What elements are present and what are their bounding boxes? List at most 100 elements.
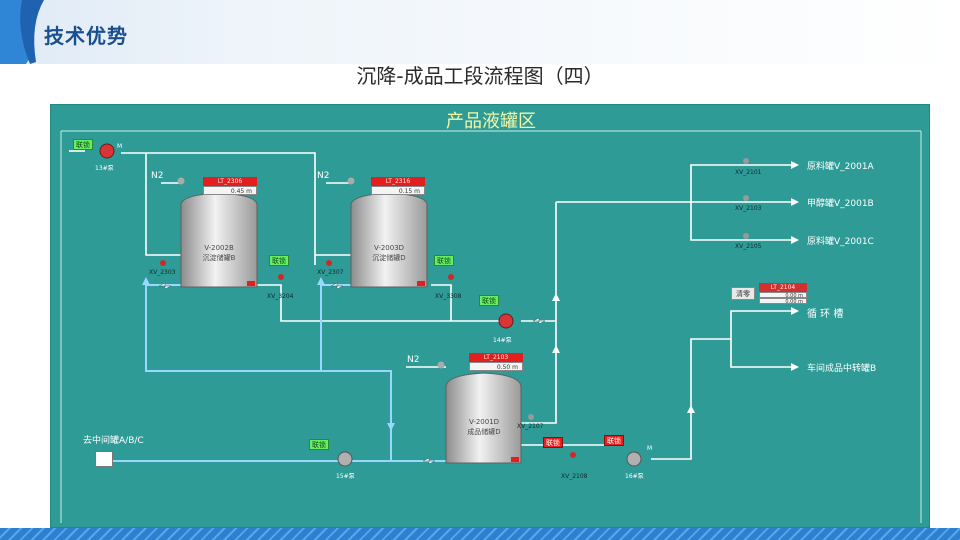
tank-v2001d-level-bar <box>511 457 519 462</box>
pump14-label: 14#泵 <box>493 337 512 344</box>
destination-transfer-tank: 车间成品中转罐B <box>807 364 877 374</box>
valve-label-xv2303: XV_2303 <box>149 269 176 276</box>
destination-v2001a: 原料罐V_2001A <box>807 162 874 172</box>
pump14-run-button[interactable]: 联锁 <box>479 295 499 306</box>
actuated-valves <box>160 158 749 458</box>
valve2108-stop-button[interactable]: 联锁 <box>543 437 563 448</box>
xv2107-valve[interactable] <box>528 414 534 420</box>
tank3-label: V-2001D 成品储罐D <box>455 417 513 437</box>
pump16-motor-label: M <box>647 445 653 452</box>
return-pipes <box>111 284 446 462</box>
footer-bar <box>0 528 960 540</box>
pipe-to-tank1 <box>145 153 181 256</box>
tank1-label: V-2002B 沉淀储罐B <box>191 243 247 263</box>
slide-title: 沉降-成品工段流程图（四） <box>356 64 604 88</box>
valve-label-xv2101: XV_2101 <box>735 169 762 176</box>
pump-15-symbol[interactable] <box>337 451 353 467</box>
return-bottom <box>111 371 392 462</box>
xv2307-valve[interactable] <box>326 260 332 266</box>
valve-label-xv2103: XV_2103 <box>735 205 762 212</box>
level-indicator-4: LT_2104 0.00 m 0.00 m <box>759 283 807 305</box>
destination-recycle-tank: 循 环 槽 <box>807 309 844 320</box>
pump16-label: 16#泵 <box>625 473 644 480</box>
n2-valve-2[interactable] <box>347 177 355 185</box>
return-arrow-3 <box>387 423 395 431</box>
valve-inline-3 <box>532 317 546 325</box>
arrow-dest3 <box>791 236 799 244</box>
xv2103-valve[interactable] <box>743 195 749 201</box>
valve3308-run-button[interactable]: 联锁 <box>434 255 454 266</box>
intermediate-outlet-icon <box>95 451 113 467</box>
pump13-motor-label: M <box>117 143 123 150</box>
feed-pipes <box>69 150 796 460</box>
n2-label-3: N2 <box>407 355 420 365</box>
level-indicator-3: LT_2103 0.50 m <box>469 353 523 371</box>
tank-v2002b-level-bar <box>247 281 255 286</box>
pump-14-symbol[interactable] <box>498 313 514 329</box>
pipe-dest1 <box>556 164 796 203</box>
pump15-run-button[interactable]: 联锁 <box>309 439 329 450</box>
valve3204-run-button[interactable]: 联锁 <box>269 255 289 266</box>
xv2101-valve[interactable] <box>743 158 749 164</box>
tank2-label: V-2003D 沉淀储罐D <box>361 243 417 263</box>
xv2108-valve[interactable] <box>570 452 576 458</box>
section-title: 技术优势 <box>44 24 128 48</box>
pump13-run-button[interactable]: 联锁 <box>73 139 93 150</box>
return-arrow-2 <box>317 277 325 285</box>
destination-v2001c: 原料罐V_2001C <box>807 237 874 247</box>
level-tag-4: LT_2104 <box>759 283 807 292</box>
level-tag-1: LT_2306 <box>203 177 257 186</box>
tank-v2002b[interactable] <box>180 192 258 288</box>
xv3204-valve[interactable] <box>278 274 284 280</box>
n2-label-1: N2 <box>151 171 164 181</box>
tank1-name: 沉淀储罐B <box>202 254 236 262</box>
xv2105-valve[interactable] <box>743 233 749 239</box>
zone-title: 产品液罐区 <box>446 111 536 132</box>
n2-valve-3[interactable] <box>437 361 445 369</box>
valve-inline-2 <box>330 282 344 290</box>
pipe-transfer <box>730 339 796 368</box>
pipe-tank2-out <box>431 284 452 321</box>
pumps <box>99 143 642 467</box>
pump13-label: 13#泵 <box>95 165 114 172</box>
destination-v2001b: 甲醇罐V_2001B <box>807 199 874 209</box>
process-diagram <box>60 130 922 523</box>
valve-inline-1 <box>158 282 172 290</box>
valves <box>158 282 546 465</box>
level-value-4b: 0.00 m <box>759 298 807 305</box>
tank-v2003d-level-bar <box>417 281 425 286</box>
arrow-dest1 <box>791 161 799 169</box>
tank-v2001d[interactable] <box>445 372 522 464</box>
pipe-dest3 <box>690 202 796 241</box>
pipe-tank1-out <box>257 284 501 322</box>
n2-valve-1[interactable] <box>177 177 185 185</box>
n2-label-2: N2 <box>317 171 330 181</box>
level-value-3: 0.50 m <box>469 362 523 371</box>
xv3308-valve[interactable] <box>448 274 454 280</box>
destination-intermediate-tanks: 去中间罐A/B/C <box>83 436 144 446</box>
pump-16-symbol[interactable] <box>626 451 642 467</box>
valve-label-xv2108: XV_2108 <box>561 473 588 480</box>
level-value-1: 0.45 m <box>203 186 257 195</box>
tank3-name: 成品储罐D <box>467 428 501 436</box>
hmi-screen: 产品液罐区 联锁 M 13#泵 N2 N2 N2 LT_2306 0.45 m … <box>50 104 930 528</box>
xv2303-valve[interactable] <box>160 260 166 266</box>
header-background <box>0 0 960 64</box>
pump16-stop-button[interactable]: 联锁 <box>604 435 624 446</box>
pipe-riser <box>521 202 557 424</box>
tank2-name: 沉淀储罐D <box>372 254 406 262</box>
arrow-recycle <box>687 405 695 413</box>
header-swoosh-dark <box>20 0 44 64</box>
pump15-label: 15#泵 <box>336 473 355 480</box>
pump-13-symbol[interactable] <box>99 143 115 159</box>
clear-button[interactable]: 清零 <box>731 287 755 300</box>
level-tag-3: LT_2103 <box>469 353 523 362</box>
level-indicator-2: LT_2316 0.15 m <box>371 177 425 195</box>
level-tag-2: LT_2316 <box>371 177 425 186</box>
pipe-header-top <box>121 152 316 265</box>
arrow-riser1 <box>552 293 560 301</box>
valve-label-xv2107: XV_2107 <box>517 423 544 430</box>
flow-arrows <box>552 161 799 413</box>
tank1-id: V-2002B <box>204 244 234 252</box>
tank-v2003d[interactable] <box>350 192 428 288</box>
